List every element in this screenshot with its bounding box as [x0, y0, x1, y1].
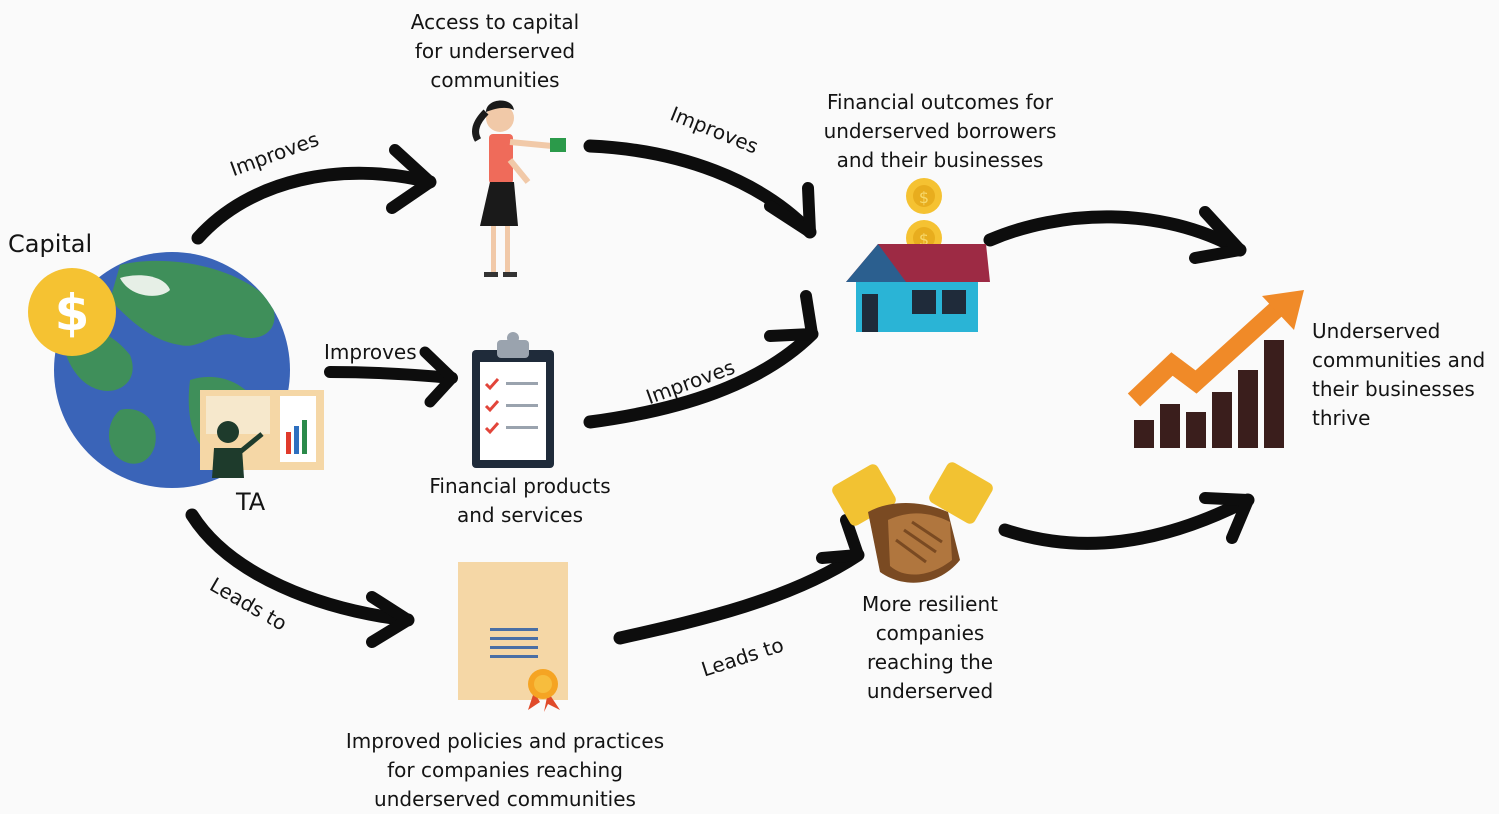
arrows — [185, 139, 1255, 648]
policies-line-1: Improved policies and practices — [345, 729, 665, 753]
access-to-capital-label: Access to capital for underserved commun… — [370, 8, 620, 95]
thrive-line-3: their businesses — [1312, 377, 1475, 401]
products-line-1: Financial products — [429, 474, 611, 498]
clipboard-checklist-icon — [472, 332, 554, 468]
resilient-line-4: underserved — [866, 679, 994, 703]
access-line-2: for underserved — [414, 39, 576, 63]
arrow-outcomes-to-thrive — [983, 206, 1247, 264]
thrive-line-4: thrive — [1312, 406, 1371, 430]
arrow-products-to-outcomes — [583, 290, 819, 429]
thrive-line-1: Underserved — [1312, 319, 1441, 343]
certificate-icon — [458, 562, 568, 712]
arrow-globe-to-policies — [185, 508, 415, 648]
house-savings-icon: $ $ — [846, 178, 990, 332]
outcomes-line-3: and their businesses — [836, 148, 1044, 172]
resilient-companies-label: More resilient companies reaching the un… — [830, 590, 1030, 706]
arrow-globe-to-access — [191, 144, 437, 245]
products-line-2: and services — [456, 503, 584, 527]
policies-line-3: underserved communities — [374, 787, 636, 811]
ta-label: TA — [236, 488, 266, 516]
svg-text:$: $ — [919, 188, 929, 207]
woman-giving-money-icon — [472, 100, 566, 277]
arrow-globe-to-products — [324, 346, 458, 408]
financial-products-label: Financial products and services — [400, 472, 640, 530]
dollar-coin-icon: $ — [28, 268, 116, 356]
access-line-3: communities — [430, 68, 560, 92]
access-line-1: Access to capital — [410, 10, 580, 34]
resilient-line-3: reaching the — [866, 650, 994, 674]
arrow-policies-to-resilient — [613, 514, 865, 645]
improved-policies-label: Improved policies and practices for comp… — [320, 727, 690, 814]
arrow-access-to-outcomes — [583, 139, 817, 239]
thrive-label: Underserved communities and their busine… — [1312, 317, 1485, 433]
financial-outcomes-label: Financial outcomes for underserved borro… — [800, 88, 1080, 175]
policies-line-2: for companies reaching — [387, 758, 623, 782]
outcomes-line-1: Financial outcomes for — [827, 90, 1053, 114]
training-board-icon — [200, 390, 324, 478]
svg-text:$: $ — [919, 230, 929, 249]
thrive-line-2: communities and — [1312, 348, 1486, 372]
resilient-line-1: More resilient — [862, 592, 998, 616]
growth-chart-icon — [1127, 290, 1304, 448]
arrow-resilient-to-thrive — [998, 492, 1255, 550]
outcomes-line-2: underserved borrowers — [823, 119, 1057, 143]
edge-label-globe-to-products: Improves — [324, 340, 417, 364]
handshake-icon — [832, 462, 993, 583]
resilient-line-2: companies — [875, 621, 985, 645]
svg-text:$: $ — [55, 284, 90, 342]
capital-label: Capital — [8, 230, 93, 258]
